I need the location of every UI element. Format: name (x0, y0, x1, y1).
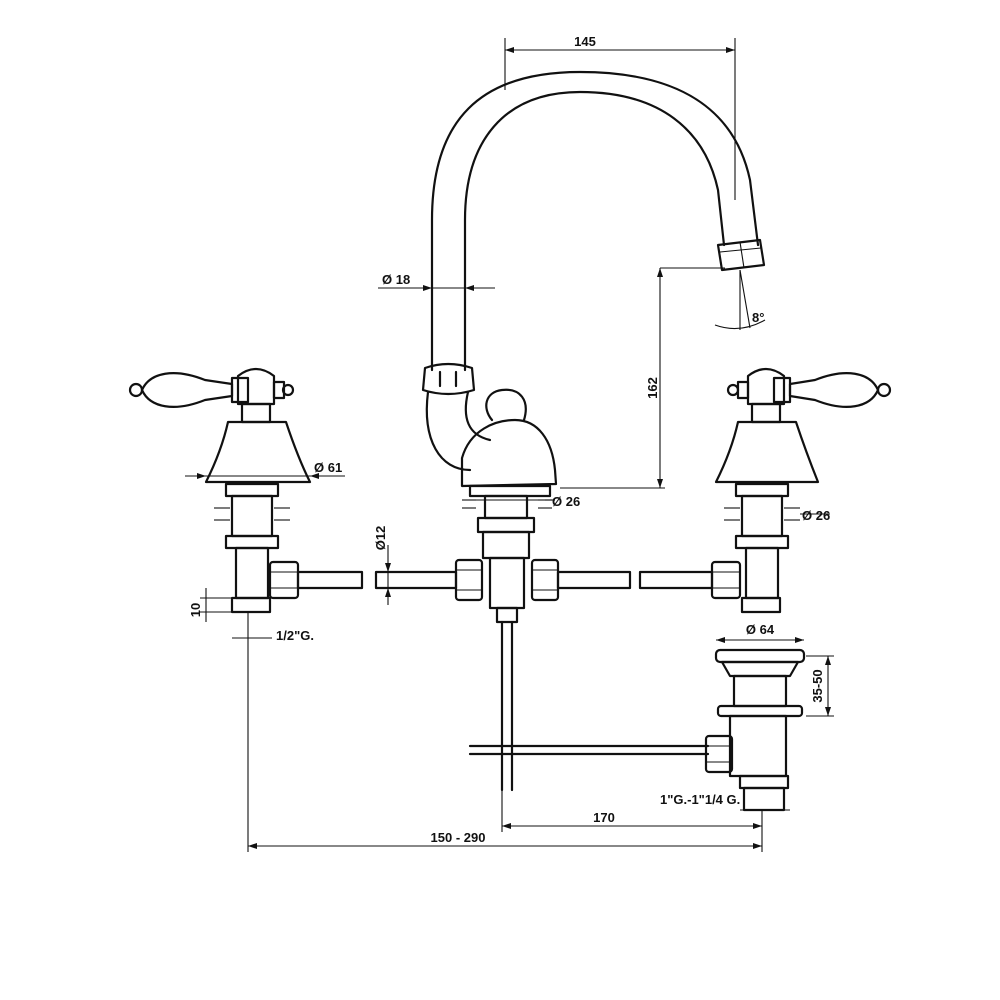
dim-inlet-length: 10 (188, 603, 203, 617)
pop-up-waste (704, 648, 806, 812)
dim-inlet-thread: 1/2"G. (276, 628, 314, 643)
dim-spout-base-dia: Ø 26 (552, 494, 580, 509)
dim-pop-up-offset: 170 (593, 810, 615, 825)
gooseneck-spout (421, 70, 766, 472)
dim-spout-tube-dia: Ø 18 (382, 272, 410, 287)
dim-waste-thread: 1"G.-1"1/4 G. (660, 792, 740, 807)
right-handle-valve (710, 367, 892, 614)
dim-pipe-dia: Ø12 (373, 526, 388, 551)
supply-pipes (296, 570, 714, 590)
dim-handle-base-dia: Ø 61 (314, 460, 342, 475)
spout-body (460, 388, 558, 560)
dim-spout-height: 162 (645, 377, 660, 399)
dim-waste-flange-dia: Ø 64 (746, 622, 775, 637)
dimension-labels: 145 Ø 18 162 8° Ø 61 Ø 26 Ø 26 Ø12 10 1/… (188, 34, 830, 845)
dim-centers-range: 150 - 290 (431, 830, 486, 845)
dim-spout-angle: 8° (752, 310, 764, 325)
center-tee-fitting (454, 556, 560, 624)
dimension-lines (185, 38, 834, 852)
dim-right-valve-dia: Ø 26 (802, 508, 830, 523)
dim-waste-range: 35-50 (810, 669, 825, 702)
left-handle-valve (128, 367, 312, 614)
pop-up-rod (468, 620, 710, 792)
dim-spout-reach: 145 (574, 34, 596, 49)
